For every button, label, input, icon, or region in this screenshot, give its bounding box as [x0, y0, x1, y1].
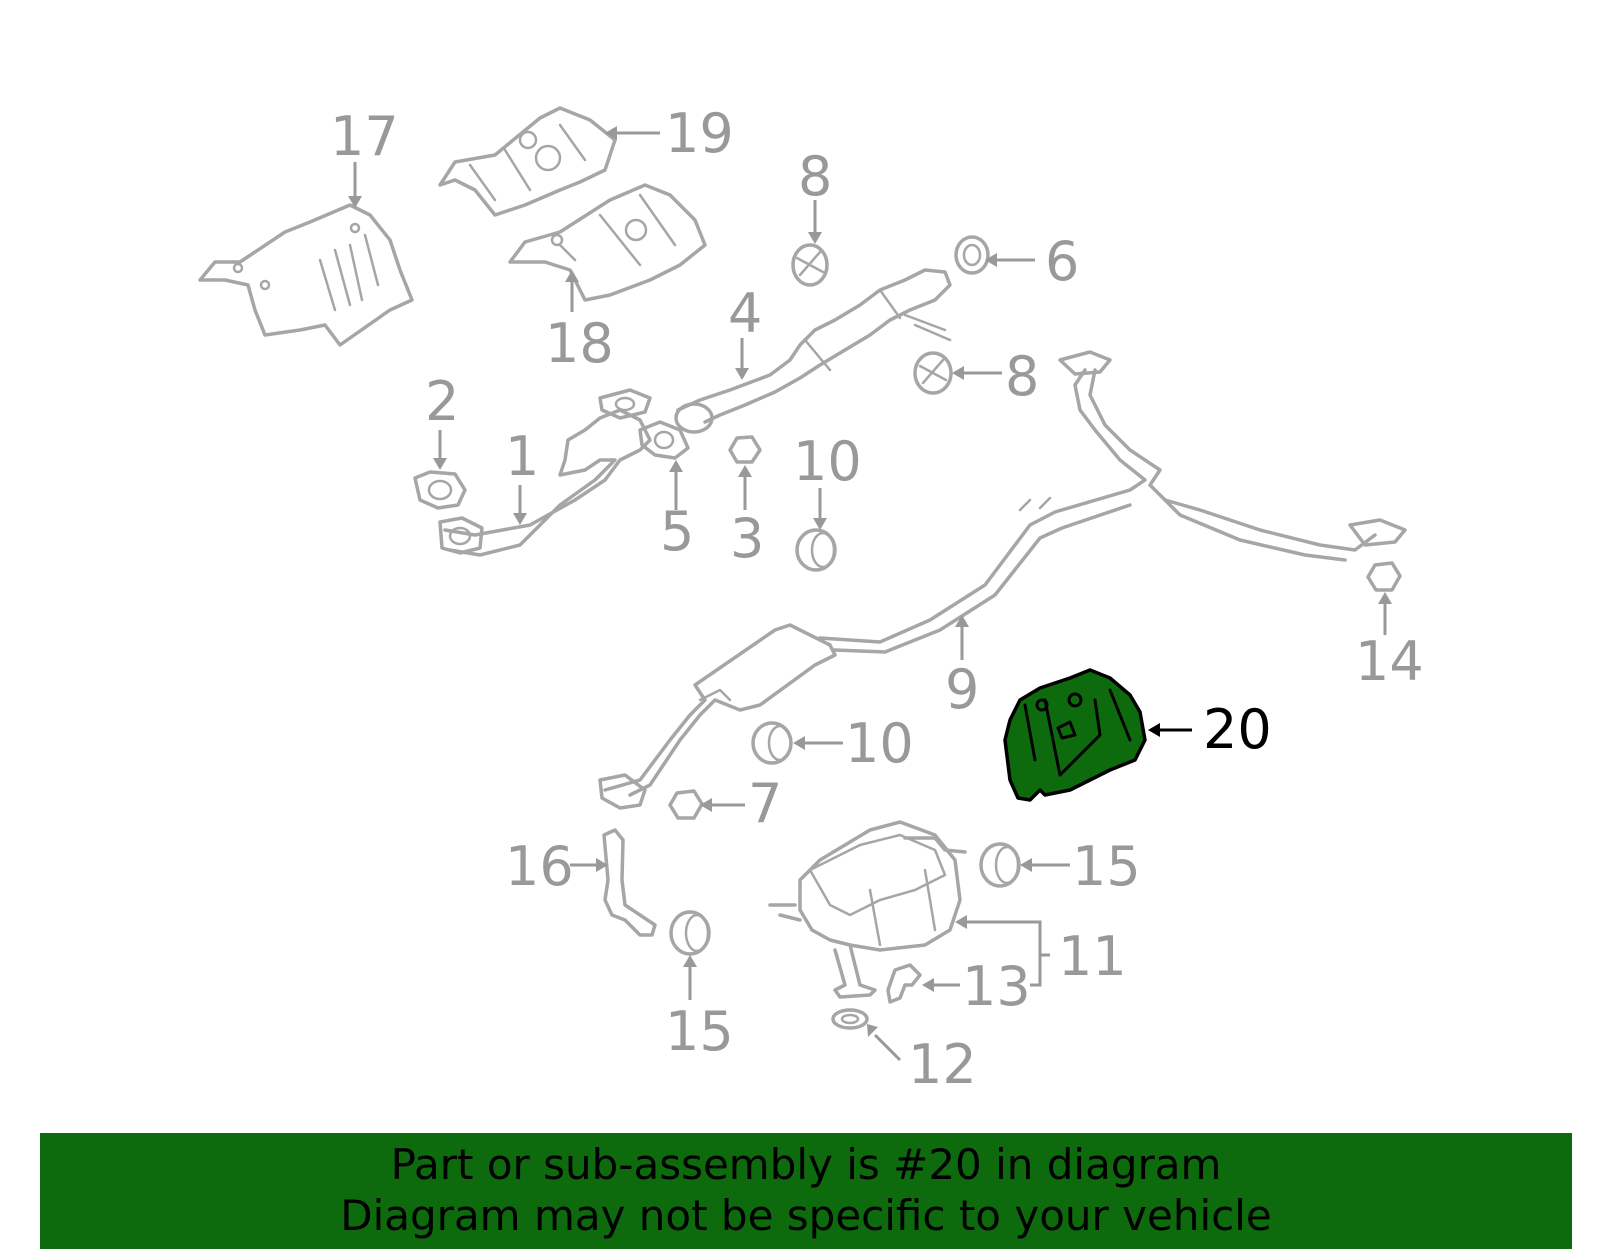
callout-6: 6: [1045, 230, 1079, 293]
notice-banner: Part or sub-assembly is #20 in diagram D…: [40, 1133, 1572, 1249]
callout-2: 2: [425, 370, 459, 433]
callout-19: 19: [665, 102, 734, 165]
callout-1: 1: [505, 425, 539, 488]
part-8-hanger-right[interactable]: [913, 351, 953, 395]
part-15-hanger-left[interactable]: [669, 910, 711, 956]
part-14-nut[interactable]: [1366, 561, 1402, 592]
exhaust-parts-diagram: 17 19 18 8 6 4 8 2 1 5 3 10 9 14 20 10 7…: [198, 102, 1424, 1096]
part-5-gasket[interactable]: [638, 420, 690, 460]
callout-20: 20: [1203, 698, 1272, 761]
part-10-hanger-upper[interactable]: [795, 528, 837, 572]
callout-4: 4: [728, 282, 762, 345]
part-10-hanger-lower[interactable]: [751, 721, 793, 765]
part-3-nut[interactable]: [728, 435, 762, 464]
callout-18: 18: [545, 312, 614, 375]
part-9-center-pipe[interactable]: [598, 350, 1407, 810]
callout-10-upper: 10: [793, 430, 862, 493]
part-6-gasket[interactable]: [954, 235, 990, 275]
callout-8-right: 8: [1005, 345, 1039, 408]
callout-15-right: 15: [1072, 835, 1141, 898]
callout-5: 5: [660, 500, 694, 563]
callout-9: 9: [945, 658, 979, 721]
part-7-nut[interactable]: [668, 789, 704, 820]
part-1-front-pipe[interactable]: [438, 388, 652, 557]
part-11-muffler[interactable]: [768, 820, 967, 999]
callout-16: 16: [505, 835, 574, 898]
part-4-front-pipe[interactable]: [674, 268, 952, 434]
callout-10-lower: 10: [845, 712, 914, 775]
callout-14: 14: [1355, 630, 1424, 693]
part-18-heat-shield[interactable]: [508, 183, 707, 302]
callout-numbers: 17 19 18 8 6 4 8 2 1 5 3 10 9 14 20 10 7…: [330, 102, 1424, 1096]
callout-3: 3: [730, 507, 764, 570]
part-19-heat-shield[interactable]: [438, 106, 617, 217]
part-13-bolt[interactable]: [886, 963, 922, 1004]
callout-11: 11: [1058, 925, 1127, 988]
part-16-bracket[interactable]: [602, 828, 657, 937]
callout-15-left: 15: [665, 1000, 734, 1063]
leader-arrows: [348, 126, 1392, 1062]
part-15-hanger-right[interactable]: [979, 842, 1021, 888]
callout-12: 12: [908, 1033, 977, 1096]
banner-line-1: Part or sub-assembly is #20 in diagram: [390, 1140, 1222, 1189]
callout-7: 7: [748, 772, 782, 835]
part-2-gasket[interactable]: [413, 470, 467, 510]
callout-13: 13: [962, 955, 1031, 1018]
banner-line-2: Diagram may not be specific to your vehi…: [340, 1191, 1272, 1240]
part-17-heat-shield[interactable]: [198, 203, 414, 347]
part-8-hanger-top[interactable]: [791, 243, 829, 287]
part-20-heat-shield-highlighted[interactable]: [1003, 668, 1147, 802]
callout-17: 17: [330, 105, 399, 168]
callout-8-top: 8: [798, 145, 832, 208]
part-12-gasket[interactable]: [831, 1008, 869, 1030]
